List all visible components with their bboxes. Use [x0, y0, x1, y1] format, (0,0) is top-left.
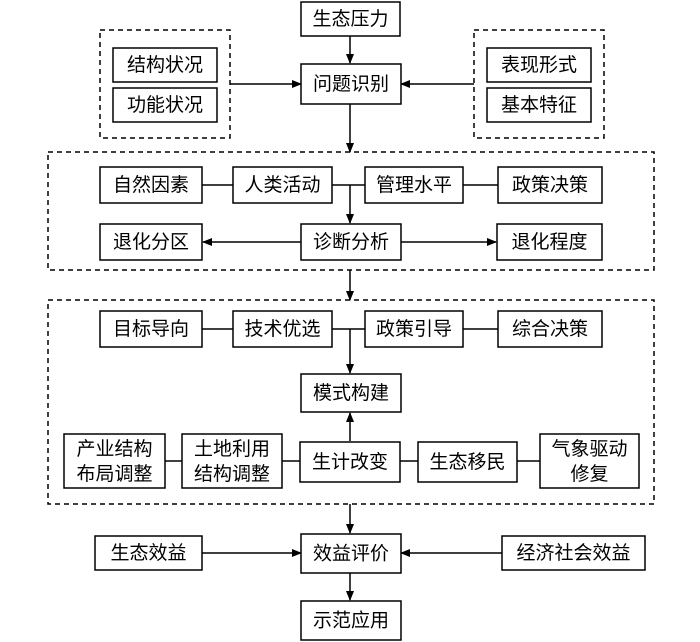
box-industrial-structure — [63, 433, 166, 489]
label-human-activities: 人类活动 — [244, 174, 320, 196]
group-diagnosis — [47, 151, 655, 271]
box-demonstration-application — [300, 600, 402, 641]
label-land-use-line2: 结构调整 — [194, 463, 270, 485]
label-ecological-benefits: 生态效益 — [110, 542, 186, 564]
label-economic-social-benefits: 经济社会效益 — [516, 542, 630, 564]
label-livelihood-change: 生计改变 — [312, 451, 388, 473]
label-manifestation: 表现形式 — [501, 54, 577, 76]
box-structure-status — [112, 47, 218, 83]
box-degradation-degree — [496, 223, 603, 261]
box-goal-orientation — [99, 310, 203, 348]
box-policy-decision — [497, 166, 603, 204]
label-ecological-pressure: 生态压力 — [312, 8, 388, 30]
label-problem-identification: 问题识别 — [313, 73, 389, 95]
label-structure-status: 结构状况 — [127, 54, 203, 76]
box-natural-factors — [99, 166, 203, 204]
label-goal-orientation: 目标导向 — [113, 318, 189, 340]
label-management-level: 管理水平 — [376, 174, 452, 196]
label-ecological-migration: 生态移民 — [429, 451, 505, 473]
box-ecological-benefits — [94, 535, 203, 571]
label-natural-factors: 自然因素 — [113, 174, 189, 196]
label-technology-selection: 技术优选 — [244, 318, 320, 340]
box-economic-social-benefits — [501, 535, 646, 571]
box-ecological-migration — [417, 441, 518, 483]
box-technology-selection — [232, 310, 333, 348]
label-comprehensive-decision: 综合决策 — [512, 318, 588, 340]
box-function-status — [112, 87, 218, 123]
box-basic-features — [486, 87, 592, 123]
box-land-use — [181, 433, 283, 489]
box-model-construction — [300, 373, 402, 413]
box-problem-identification — [300, 63, 402, 105]
group-manifestation-features — [473, 29, 605, 139]
label-land-use-line1: 土地利用 — [194, 438, 270, 460]
box-benefit-evaluation — [300, 533, 402, 574]
label-industrial-structure-line2: 布局调整 — [76, 463, 152, 485]
box-ecological-pressure — [300, 1, 401, 37]
box-human-activities — [232, 166, 333, 204]
box-degradation-zoning — [99, 223, 203, 261]
label-model-construction: 模式构建 — [313, 382, 389, 404]
box-climate-driven — [539, 433, 640, 489]
box-policy-guidance — [364, 310, 464, 348]
label-function-status: 功能状况 — [127, 94, 203, 116]
box-livelihood-change — [299, 441, 401, 483]
label-demonstration-application: 示范应用 — [313, 610, 389, 632]
label-degradation-zoning: 退化分区 — [113, 231, 189, 253]
label-climate-driven-line1: 气象驱动 — [551, 438, 627, 460]
label-industrial-structure-line1: 产业结构 — [76, 438, 152, 460]
label-policy-guidance: 政策引导 — [376, 318, 452, 340]
box-diagnostic-analysis — [300, 223, 402, 261]
label-basic-features: 基本特征 — [501, 94, 577, 116]
box-manifestation — [486, 47, 592, 83]
label-diagnostic-analysis: 诊断分析 — [313, 231, 389, 253]
box-management-level — [364, 166, 464, 204]
label-benefit-evaluation: 效益评价 — [313, 543, 389, 565]
label-degradation-degree: 退化程度 — [511, 231, 587, 253]
label-policy-decision: 政策决策 — [512, 174, 588, 196]
label-climate-driven-line2: 修复 — [570, 463, 608, 485]
box-comprehensive-decision — [497, 310, 603, 348]
